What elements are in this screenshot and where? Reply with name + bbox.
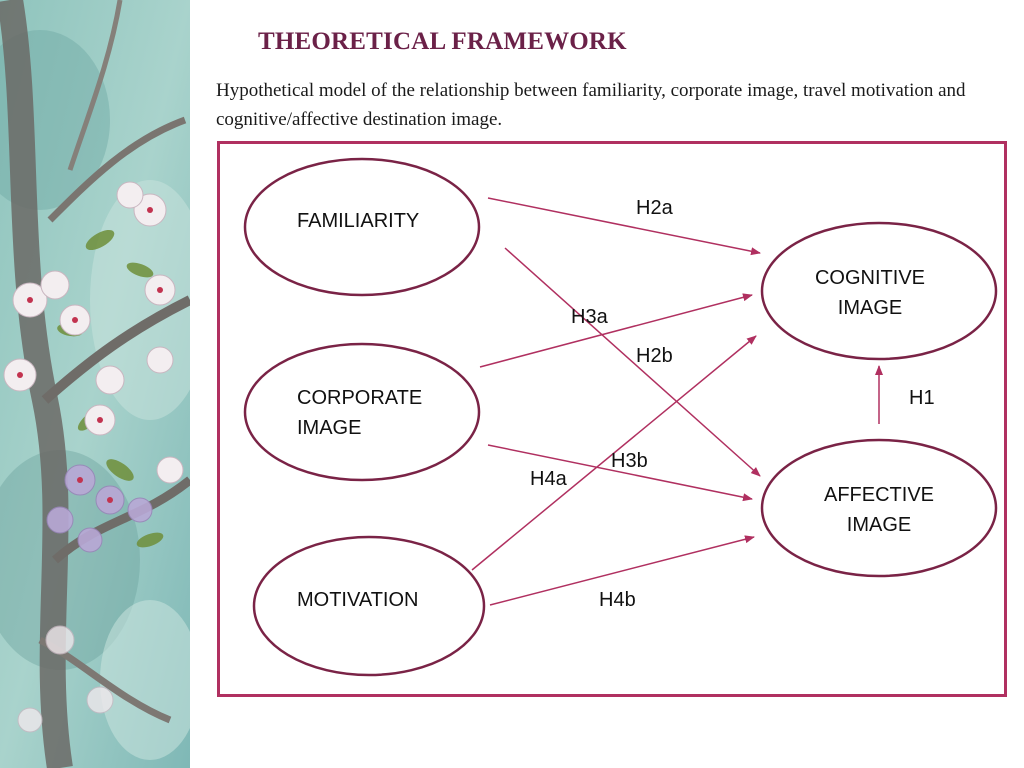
node-cognitive-label-line2: IMAGE <box>838 297 902 319</box>
node-motivation-label: MOTIVATION <box>297 589 418 611</box>
label-h4a: H4a <box>530 468 568 490</box>
diagram-frame <box>217 141 1007 697</box>
label-h4b: H4b <box>599 589 636 611</box>
node-familiarity: FAMILIARITY <box>243 157 481 297</box>
arrow-h2a <box>487 197 761 256</box>
node-corporate-image: CORPORATE IMAGE <box>243 342 481 482</box>
label-h3b: H3b <box>611 450 648 472</box>
side-artwork <box>0 0 190 768</box>
label-h3a: H3a <box>571 306 609 328</box>
node-affective-image: AFFECTIVE IMAGE <box>760 438 998 578</box>
node-cognitive-image: COGNITIVE IMAGE <box>760 221 998 361</box>
arrow-h3a <box>504 247 761 477</box>
arrow-h4a <box>471 335 757 571</box>
node-affective-label-line1: AFFECTIVE <box>824 484 934 506</box>
node-familiarity-label: FAMILIARITY <box>297 210 419 232</box>
node-corporate-label-line1: CORPORATE <box>297 387 422 409</box>
page-subtitle: Hypothetical model of the relationship b… <box>216 80 966 130</box>
node-cognitive-label-line1: COGNITIVE <box>815 267 925 289</box>
label-h2a: H2a <box>636 197 674 219</box>
arrow-h4b <box>489 535 755 606</box>
label-h2b: H2b <box>636 345 673 367</box>
page-title: THEORETICAL FRAMEWORK <box>258 28 627 55</box>
arrow-h3b <box>487 444 753 502</box>
node-motivation: MOTIVATION <box>252 535 486 677</box>
label-h1: H1 <box>909 387 935 409</box>
node-corporate-label-line2: IMAGE <box>297 417 361 439</box>
arrow-h2b <box>479 293 753 368</box>
node-affective-label-line2: IMAGE <box>847 514 911 536</box>
